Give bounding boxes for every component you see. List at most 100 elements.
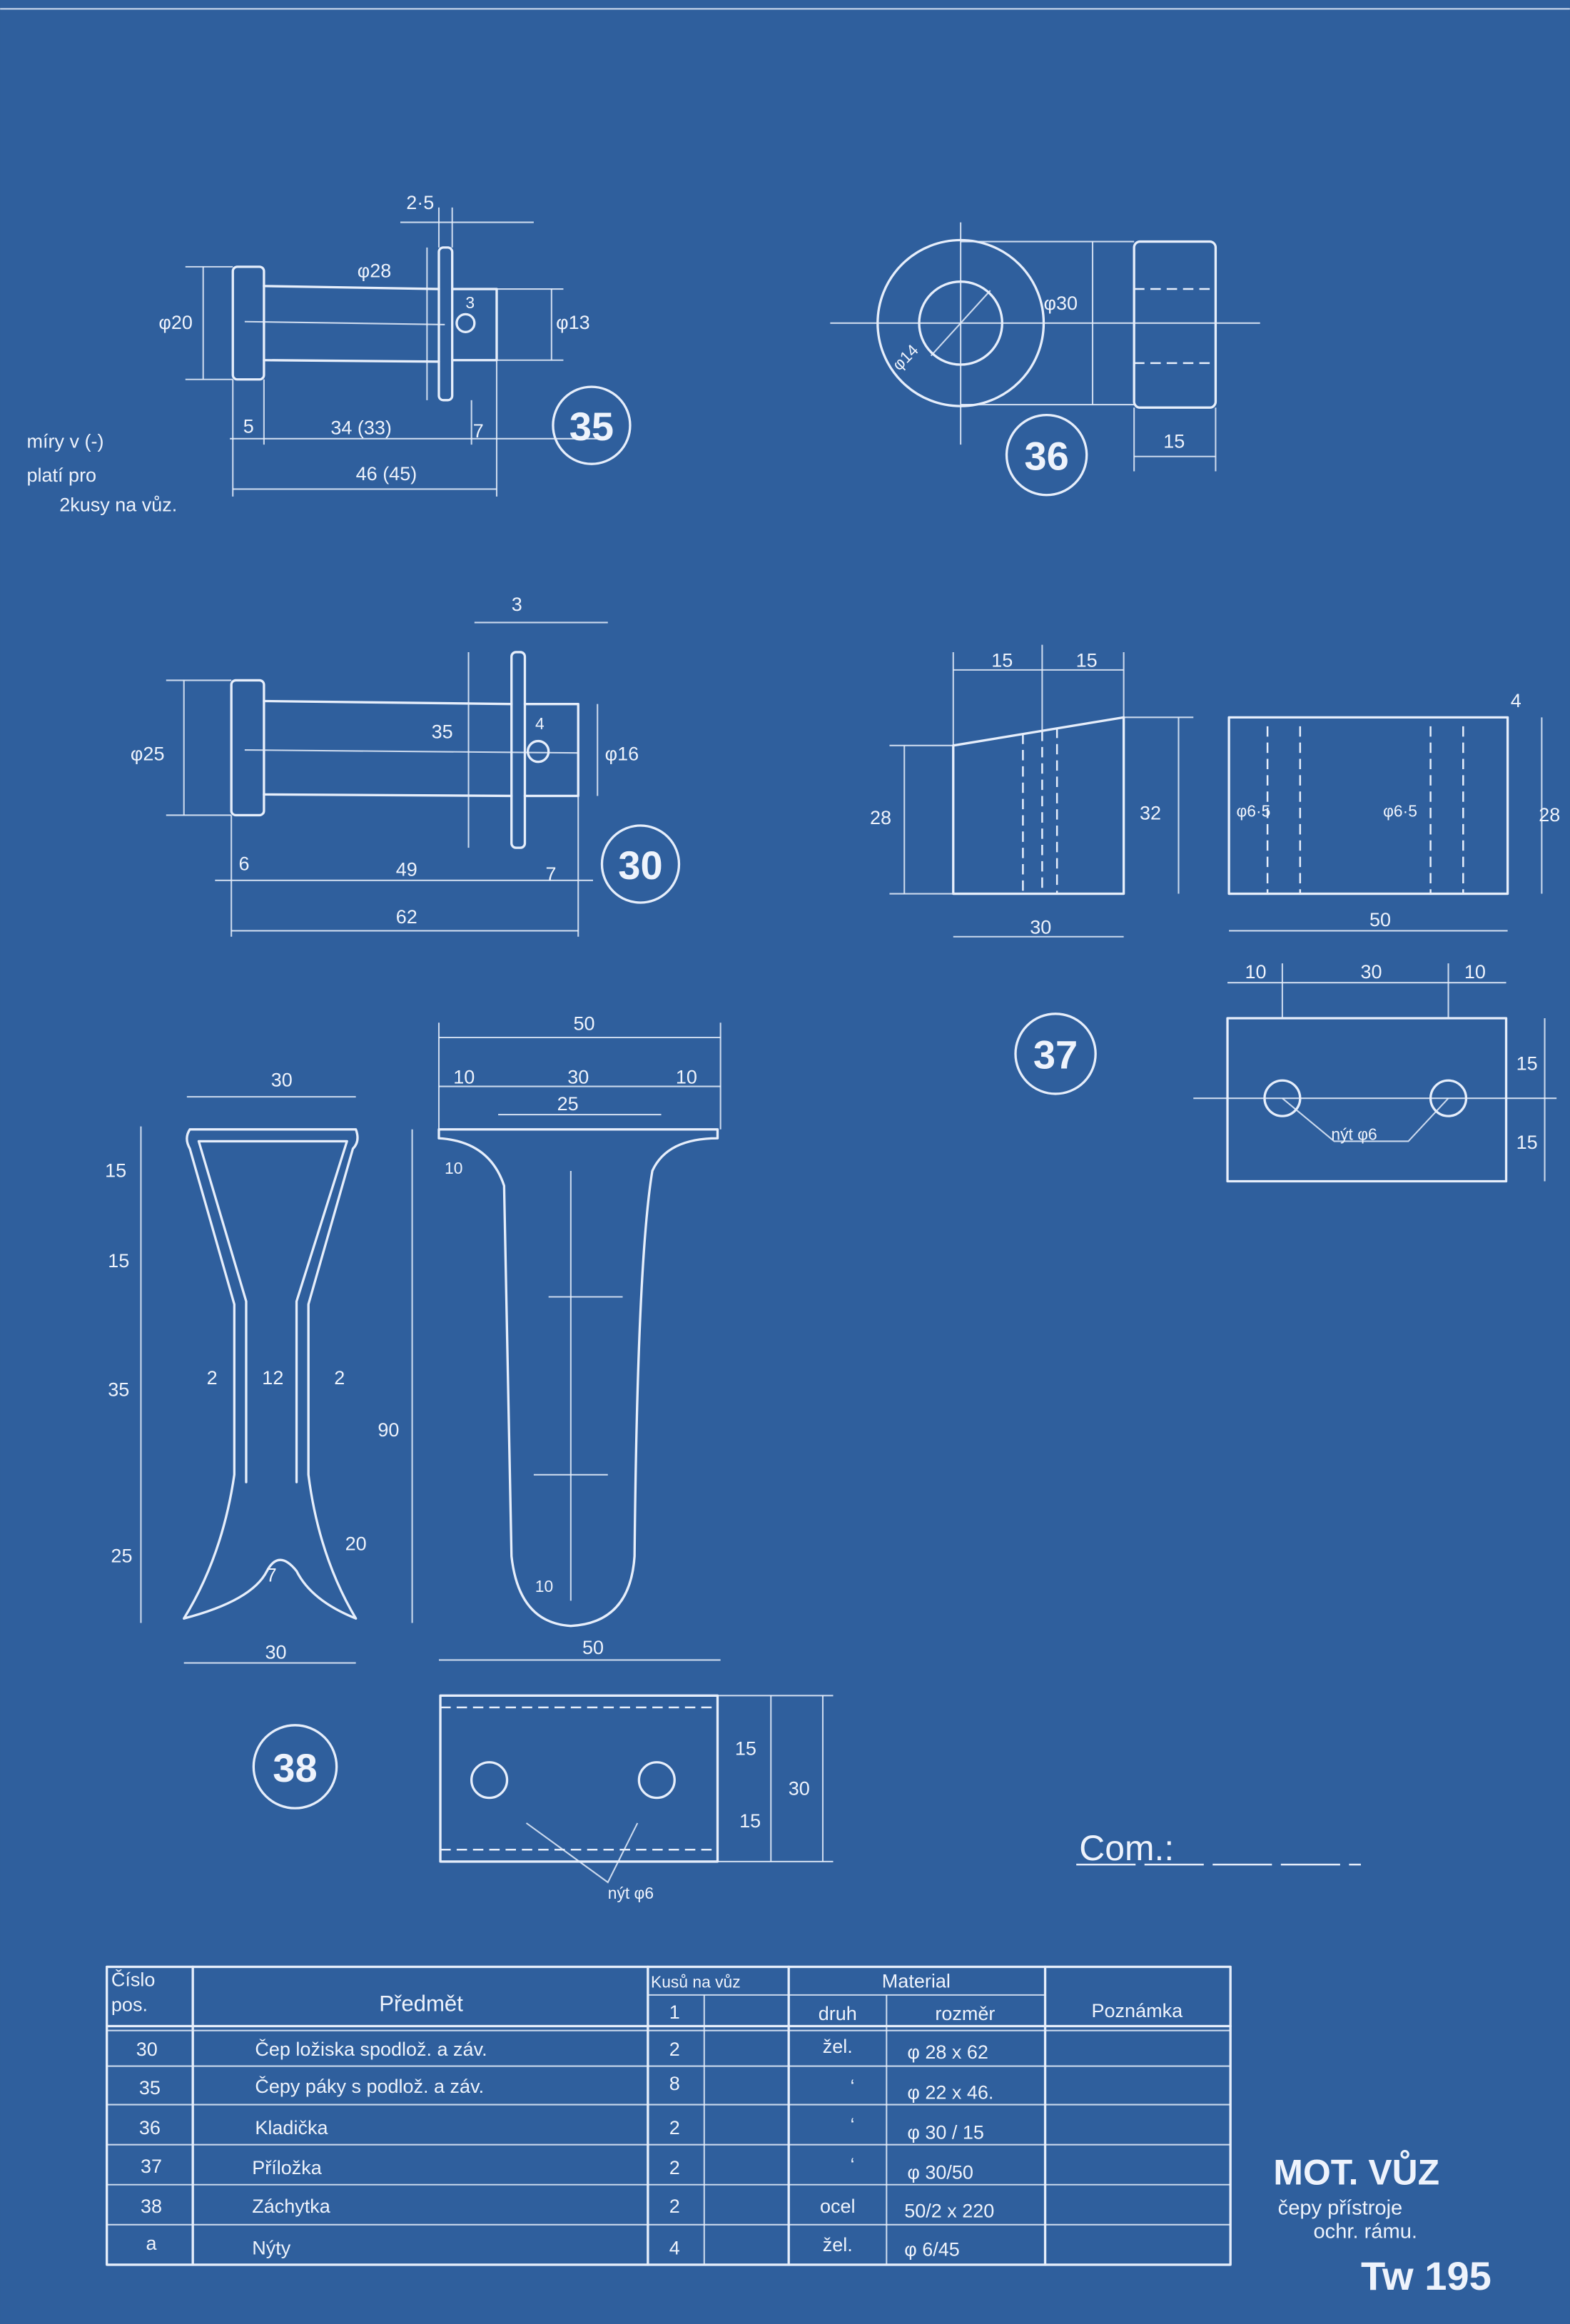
header-pos: pos. — [111, 1994, 148, 2016]
dim-label: 2 — [207, 1367, 218, 1389]
table-cell: φ 6/45 — [904, 2238, 960, 2260]
header-material: Material — [882, 1970, 951, 1991]
dim-label: 34 (33) — [330, 417, 392, 439]
dim-label: 30 — [1360, 961, 1382, 983]
position-circle — [1005, 413, 1088, 497]
header-qty: Kusů na vůz — [651, 1972, 741, 1991]
dim-label: 15 — [991, 650, 1013, 671]
table-cell: Příložka — [252, 2157, 323, 2178]
dim-label: 3 — [512, 594, 522, 615]
table-cell: žel. — [823, 2036, 853, 2057]
table-cell: ‘ — [851, 2154, 855, 2176]
drawing-number: Tw 195 — [1361, 2253, 1492, 2298]
table-cell: Čep ložiska spodlož. a záv. — [255, 2038, 487, 2060]
dim-label: 46 (45) — [356, 463, 417, 484]
position-number: 37 — [1033, 1032, 1078, 1077]
table-cell: 37 — [141, 2156, 162, 2177]
dim-label: 30 — [789, 1777, 810, 1799]
dim-label: φ6·5 — [1383, 802, 1417, 821]
position-number: 30 — [618, 843, 662, 888]
table-cell: φ 28 x 62 — [907, 2041, 988, 2063]
part-30-drawing: φ25 35 4 φ16 3 6 49 7 62 30 — [131, 594, 681, 937]
table-cell: 2 — [669, 2196, 680, 2217]
dim-label: 7 — [266, 1564, 277, 1585]
dim-label: 10 — [1464, 961, 1486, 983]
dim-label: 4 — [1511, 690, 1521, 711]
com-label: Com.: — [1079, 1828, 1174, 1868]
dim-label: 30 — [1030, 917, 1051, 938]
dim-label: 10 — [445, 1159, 462, 1177]
table-cell: 50/2 x 220 — [904, 2200, 994, 2221]
checked-by-field: Com.: — [1076, 1828, 1361, 1868]
dim-label: 12 — [262, 1367, 283, 1389]
dim-label: 62 — [396, 906, 417, 928]
position-circle — [252, 1724, 338, 1810]
table-cell: φ 30 / 15 — [907, 2121, 984, 2143]
header-pos: Číslo — [111, 1968, 156, 1990]
dim-label: 28 — [870, 807, 891, 828]
table-cell: 30 — [136, 2039, 158, 2060]
dim-label: φ25 — [131, 744, 165, 765]
note-line: platí pro — [27, 465, 97, 486]
dim-label: 10 — [535, 1577, 553, 1595]
table-cell: Kladička — [255, 2117, 328, 2138]
header-item: Předmět — [379, 1991, 463, 2016]
drawing-subtitle: čepy přístroje — [1278, 2196, 1403, 2219]
table-cell: 36 — [139, 2117, 161, 2138]
note-line: míry v (-) — [27, 430, 104, 452]
dim-label: 15 — [1163, 430, 1185, 452]
dim-label: 10 — [676, 1066, 697, 1087]
dim-label: 30 — [567, 1066, 589, 1087]
position-number: 36 — [1024, 433, 1068, 478]
dim-label: 3 — [465, 293, 475, 312]
dim-label: 30 — [265, 1641, 286, 1663]
dim-label: 32 — [1140, 803, 1161, 824]
table-cell: 2 — [669, 2039, 680, 2060]
part-35-drawing: φ20 φ28 φ13 2·5 3 5 34 (33) 7 46 (45) 35 — [158, 192, 632, 497]
dim-label: φ28 — [358, 260, 392, 281]
dim-label: 15 — [1516, 1053, 1538, 1075]
part-38-drawing: 30 15 15 35 2 12 2 90 25 20 7 30 50 10 3… — [105, 1013, 834, 1902]
dim-label: 2 — [334, 1367, 345, 1389]
position-number: 38 — [273, 1745, 317, 1790]
dim-label: 30 — [271, 1070, 293, 1091]
position-circle — [600, 824, 681, 904]
table-cell: φ 22 x 46. — [907, 2081, 993, 2103]
dim-label: φ6·5 — [1236, 802, 1270, 821]
dim-label: 15 — [105, 1160, 126, 1181]
drawing-subtitle: ochr. rámu. — [1314, 2221, 1417, 2243]
table-cell: ocel — [820, 2196, 856, 2217]
table-cell: a — [146, 2233, 157, 2254]
dim-label: 50 — [574, 1013, 595, 1035]
drawing-title: MOT. VŮZ — [1273, 2150, 1439, 2193]
part-37-drawing: 15 15 28 32 30 φ6·5 φ6·5 4 28 50 10 30 1… — [870, 644, 1560, 1183]
dim-label: 15 — [1076, 650, 1098, 671]
table-cell: 2 — [669, 2157, 680, 2178]
dim-label: 35 — [108, 1379, 129, 1401]
position-number: 35 — [569, 404, 614, 449]
table-cell: ‘ — [851, 2114, 855, 2136]
header-kind: druh — [819, 2003, 857, 2024]
dim-label: 50 — [1369, 909, 1391, 930]
dim-label: φ16 — [605, 744, 639, 765]
dim-label: 25 — [557, 1093, 579, 1115]
position-circle — [1014, 1013, 1097, 1095]
table-cell: žel. — [823, 2234, 853, 2256]
dim-label: 4 — [535, 714, 545, 733]
dim-label: 28 — [1539, 804, 1560, 826]
dim-label: 90 — [378, 1419, 399, 1441]
dim-label: 10 — [1245, 961, 1266, 983]
table-row: 30 Čep ložiska spodlož. a záv. 2 žel. φ 28… — [136, 2036, 988, 2063]
dim-label: 10 — [453, 1066, 475, 1087]
table-cell: 8 — [669, 2073, 680, 2094]
table-cell: ‘ — [851, 2076, 855, 2097]
dim-label: nýt φ6 — [1331, 1125, 1377, 1143]
dim-label: 20 — [345, 1533, 367, 1555]
note-line: 2kusy na vůz. — [59, 494, 177, 516]
dim-label: 5 — [243, 416, 254, 437]
